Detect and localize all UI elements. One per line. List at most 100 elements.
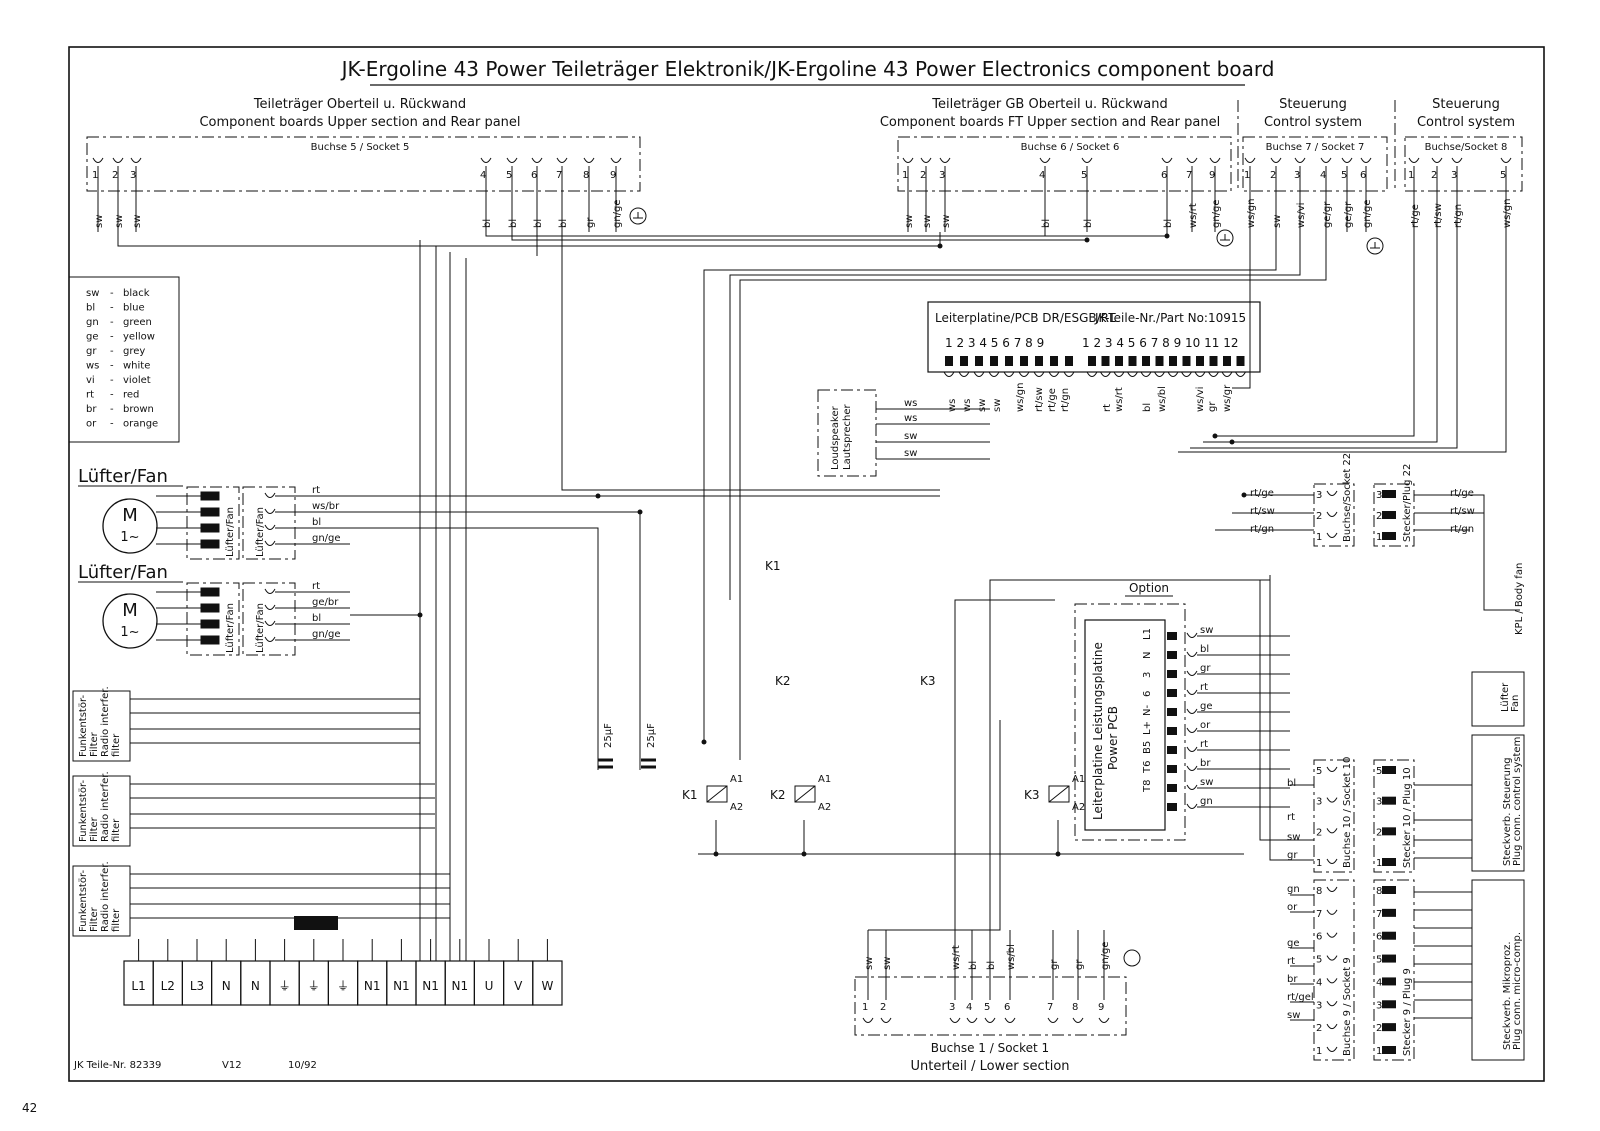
fan-wire-color: gn/ge — [312, 629, 341, 640]
steuer-plug-box — [1471, 734, 1525, 872]
socket5-label: Buchse 5 / Socket 5 — [311, 142, 410, 153]
micro-plug-label: Steckverb. Mikroproz. — [1502, 941, 1513, 1050]
pin-number: 3 — [1316, 797, 1322, 808]
power-wire-color: ge — [1200, 701, 1213, 712]
pcb-pin — [1020, 356, 1028, 366]
pcb-pin-cup — [1127, 371, 1138, 377]
top-wire-color: sw — [904, 215, 915, 228]
body-fan-label: KPL / Body fan — [1514, 563, 1525, 635]
top-wire-color: ws/rt — [1188, 203, 1199, 228]
lower-pin-cup — [1004, 1017, 1016, 1023]
top-pin-number: 5 — [1081, 170, 1087, 181]
pcb-wire-color: ws/bl — [1157, 386, 1168, 412]
luefter-fan-label: Lüfter — [1500, 682, 1511, 712]
wire — [511, 232, 1087, 241]
power-pin-label: B5 — [1142, 741, 1153, 754]
socket22-wire-color: rt/ge — [1250, 488, 1274, 499]
pcb-pin — [1065, 356, 1073, 366]
pcb-pin — [1223, 356, 1231, 366]
top-pin-number: 6 — [1161, 170, 1167, 181]
group4-line1: Steuerung — [1432, 97, 1500, 112]
junction-dot — [1212, 433, 1218, 439]
group4-line2: Control system — [1417, 115, 1515, 130]
pcb-pin-cup — [1113, 371, 1125, 377]
legend-code: ws — [86, 361, 99, 372]
speaker-wire-color: sw — [904, 448, 917, 459]
socket-pin — [1326, 828, 1338, 834]
fan-plugs — [156, 486, 350, 656]
pcb-board — [927, 301, 1261, 373]
group3-line2: Control system — [1264, 115, 1362, 130]
fan-socket-pin — [264, 540, 276, 546]
socket-pin — [1326, 909, 1338, 915]
top-pin-number: 7 — [1186, 170, 1192, 181]
power-socket-pin — [1186, 746, 1198, 752]
pin-number: 8 — [1316, 886, 1322, 897]
legend-code: gn — [86, 317, 99, 328]
footer-version: V12 — [222, 1060, 242, 1071]
pcb-pin — [1142, 356, 1150, 366]
pcb-pin — [1169, 356, 1177, 366]
pin-number: 7 — [1376, 909, 1382, 920]
fan-socket-pin — [264, 604, 276, 610]
pcb-wire-color: ws — [962, 399, 973, 412]
wire — [350, 511, 641, 770]
relay-label: K1 — [682, 788, 698, 802]
pcb-pins-a: 1 2 3 4 5 6 7 8 9 — [945, 336, 1044, 350]
terminal-label: ⏚ — [308, 979, 320, 993]
pin-cup — [506, 157, 518, 163]
pcb-wire-color: ws — [947, 399, 958, 412]
lower-pin-cup — [862, 1017, 874, 1023]
fan-wire-color: bl — [312, 613, 321, 624]
power-wire-color: bl — [1200, 644, 1209, 655]
lower-pin-number: 8 — [1072, 1002, 1078, 1013]
fan-wire-color: rt — [312, 485, 320, 496]
plug-pin — [1382, 931, 1396, 940]
pin-number: 4 — [1376, 977, 1382, 988]
power-pin — [1167, 651, 1177, 659]
wire — [485, 232, 1167, 237]
fan-socket-pin — [264, 636, 276, 642]
junction-dot — [1229, 439, 1235, 445]
lower-pin-cup — [880, 1017, 892, 1023]
power-pin — [1167, 727, 1177, 735]
junction-dot — [701, 739, 707, 745]
lower-wire-color: gr — [1074, 959, 1085, 970]
terminal-label: N1 — [451, 979, 468, 993]
svg-text:M: M — [122, 600, 138, 621]
plug22-label-box — [1373, 483, 1415, 547]
relay-coil — [1048, 785, 1070, 803]
wire — [739, 232, 1327, 760]
pcb-pin-cup — [943, 371, 955, 377]
top-wire-color: ge/gr — [1343, 201, 1354, 228]
top-wire-color: ws/vi — [1296, 203, 1307, 228]
power-pin — [1167, 708, 1177, 716]
top-wire-color: bl — [1083, 219, 1094, 228]
power-pin-label: 3 — [1142, 672, 1153, 678]
fan-socket-pin — [264, 508, 276, 514]
wire — [703, 232, 1277, 742]
top-pin-number: 5 — [506, 170, 512, 181]
option-box — [1074, 603, 1186, 841]
legend-dash: - — [110, 404, 114, 415]
socket-pin — [1326, 797, 1338, 803]
terminal-label: W — [541, 979, 553, 993]
svg-text:25µF: 25µF — [646, 723, 657, 748]
top-pin-number: 3 — [1451, 170, 1457, 181]
wire — [561, 232, 940, 491]
power-wire-color: gn — [1200, 796, 1213, 807]
pcb-pin-cup — [1003, 371, 1015, 377]
terminal-label: N1 — [364, 979, 381, 993]
pcb-pin — [1236, 356, 1245, 366]
filter-label: Funkentstör- — [78, 695, 89, 757]
pcb-wire-color: sw — [992, 399, 1003, 412]
top-pin-number: 1 — [1244, 170, 1250, 181]
fan-socket-pin — [264, 492, 276, 498]
wire — [350, 527, 599, 770]
lower-pin-cup — [966, 1017, 978, 1023]
legend-dash: - — [110, 375, 114, 386]
pcb-label: Leiterplatine/PCB DR/ESGB/RL — [935, 311, 1116, 325]
pin-cup — [1244, 157, 1256, 163]
top-pin-number: 6 — [1360, 170, 1366, 181]
